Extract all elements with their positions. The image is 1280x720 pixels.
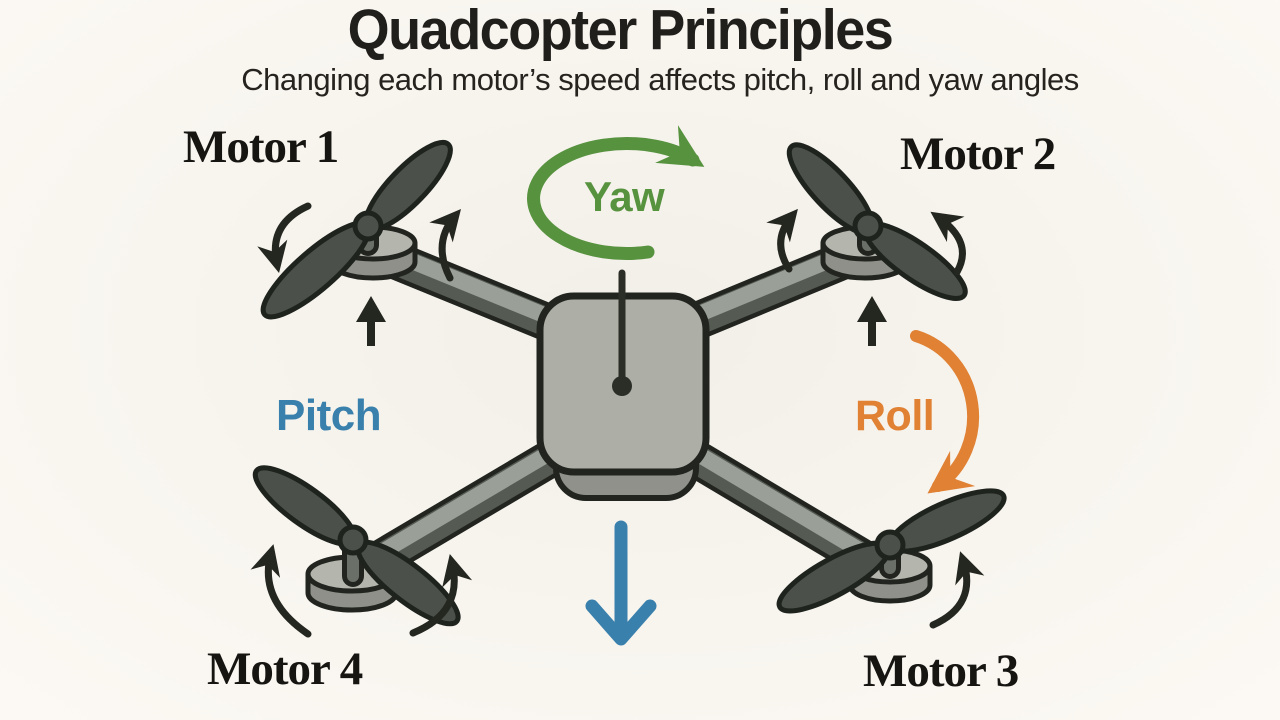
yaw-label: Yaw (584, 173, 665, 220)
motor2-propeller-icon (786, 142, 968, 301)
pitch-down-arrow-icon (585, 520, 657, 646)
pitch-label: Pitch (276, 391, 382, 440)
yaw-rotation-arrow-icon (527, 125, 705, 260)
page-subtitle: Changing each motor’s speed affects pitc… (241, 62, 1079, 97)
motor3-propeller-icon (776, 488, 1007, 614)
roll-label: Roll (855, 392, 935, 440)
motor4-propeller-icon (252, 465, 461, 627)
motor3-rotation-arrow-right-icon (929, 551, 985, 629)
motor1-rotation-arrow-left-icon (257, 202, 312, 274)
motor2-label: Motor 2 (900, 128, 1056, 180)
motor1-rotation-arrow-right-icon (429, 208, 461, 282)
motor2-rotation-arrow-left-icon (766, 208, 798, 273)
motor1-thrust-up-arrow-icon (356, 296, 386, 346)
antenna-icon (612, 269, 632, 396)
motor1-label: Motor 1 (183, 121, 339, 173)
motor4-rotation-arrow-right-icon (409, 554, 473, 637)
motor1-propeller-icon (260, 139, 453, 320)
page-title: Quadcopter Principles (347, 0, 894, 62)
motor4-rotation-arrow-left-icon (250, 544, 312, 638)
motor2-thrust-up-arrow-icon (857, 296, 887, 346)
motor3-label: Motor 3 (863, 645, 1019, 697)
motor2-rotation-arrow-right-icon (930, 211, 966, 276)
roll-arc-arrow-icon (910, 330, 980, 494)
motor4-label: Motor 4 (207, 643, 363, 695)
